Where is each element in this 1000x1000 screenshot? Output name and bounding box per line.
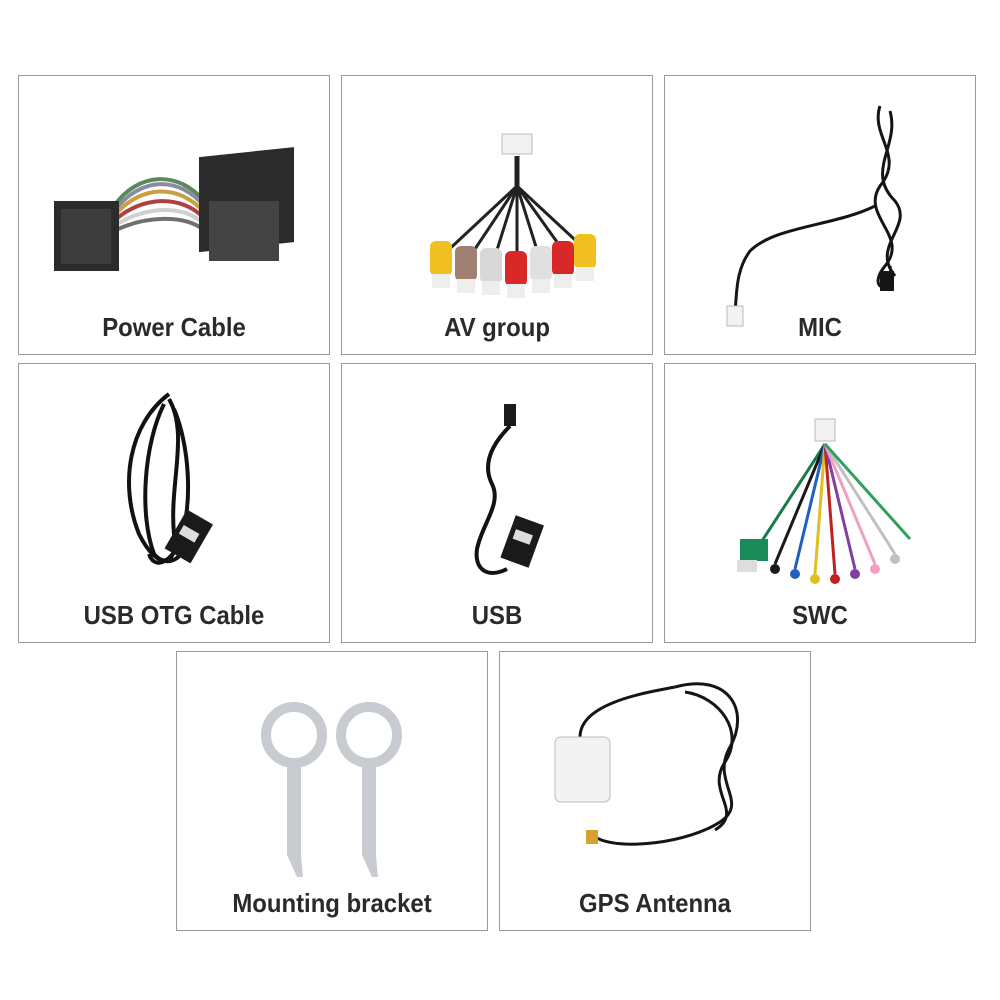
item-label: USB — [471, 600, 523, 630]
item-card-mounting-bracket: Mounting bracket — [176, 651, 488, 931]
item-label: GPS Antenna — [579, 888, 731, 918]
swc-harness-icon — [737, 418, 912, 584]
gps-antenna-icon — [554, 682, 740, 846]
item-label: Power Cable — [102, 312, 246, 342]
item-card-usb-otg-cable: USB OTG Cable — [18, 363, 330, 643]
usb-cable-icon — [474, 404, 544, 575]
item-label: AV group — [444, 312, 550, 342]
item-card-usb: USB — [341, 363, 653, 643]
item-card-mic: MIC — [664, 75, 976, 355]
item-card-av-group: AV group — [341, 75, 653, 355]
microphone-icon — [726, 105, 902, 327]
av-cable-icon — [430, 133, 596, 298]
usb-otg-cable-icon — [127, 392, 213, 565]
item-card-gps-antenna: GPS Antenna — [499, 651, 811, 931]
item-card-swc: SWC — [664, 363, 976, 643]
removal-keys-icon — [261, 702, 402, 877]
item-label: USB OTG Cable — [83, 600, 265, 630]
item-label: MIC — [798, 312, 842, 342]
power-cable-icon — [54, 147, 294, 271]
item-label: Mounting bracket — [232, 888, 432, 918]
item-label: SWC — [792, 600, 848, 630]
item-card-power-cable: Power Cable — [18, 75, 330, 355]
